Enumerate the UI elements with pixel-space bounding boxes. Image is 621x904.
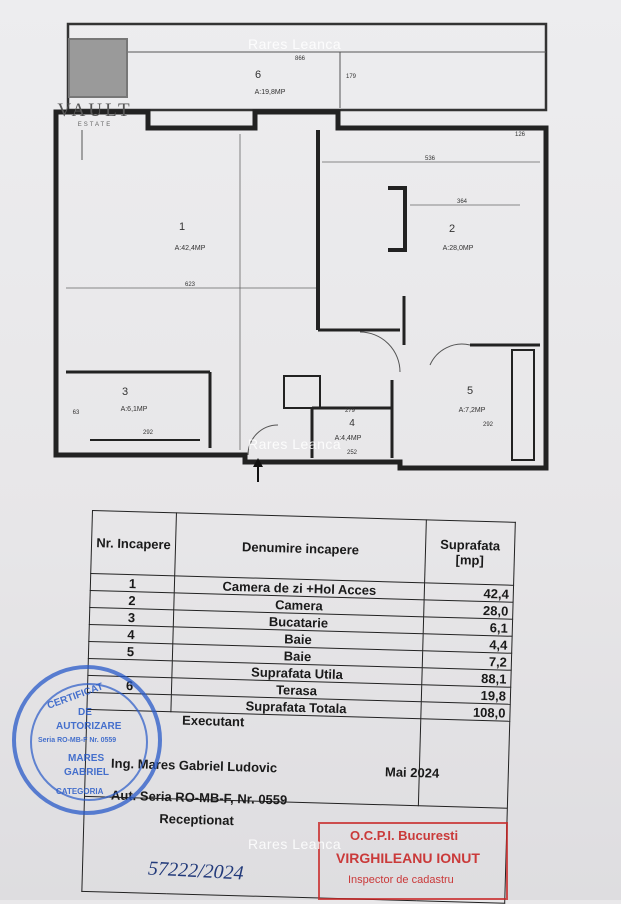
date-spacer — [418, 718, 510, 809]
watermark-top: Rares Leanca — [248, 36, 342, 52]
ocpi-stamp: O.C.P.I. Bucuresti VIRGHILEANU IONUT Ins… — [318, 822, 508, 900]
floor-plan: 6 A:19,8MP 1 A:42,4MP 2 A:28,0MP 3 A:6,1… — [53, 22, 549, 482]
document-date: Mai 2024 — [384, 764, 440, 781]
room3-no: 3 — [122, 386, 128, 398]
wardrobe — [511, 349, 535, 461]
room6-area: A:19,8MP — [255, 89, 286, 96]
logo-emblem-icon — [68, 38, 128, 98]
dim-292-kitchen: 292 — [143, 430, 154, 436]
ocpi-line2: VIRGHILEANU IONUT — [336, 850, 480, 866]
dim-364: 364 — [457, 199, 468, 205]
authorization-stamp: CERTIFICAT DE AUTORIZARE Seria RO-MB-F N… — [12, 665, 162, 815]
receptionat-label: Receptionat — [159, 811, 234, 829]
dim-292-bath5: 292 — [483, 422, 494, 428]
closet — [283, 375, 321, 409]
stamp-line2: DE — [78, 707, 92, 718]
dim-623: 623 — [185, 282, 196, 288]
room6-no: 6 — [255, 69, 261, 81]
watermark-bottom: Rares Leanca — [248, 836, 342, 852]
stamp-inner-ring — [30, 683, 148, 801]
door-arc-5 — [429, 343, 471, 366]
room4-area: A:4,4MP — [335, 435, 362, 442]
room1-no: 1 — [179, 221, 185, 233]
dim-63: 63 — [73, 410, 80, 416]
column — [388, 186, 407, 252]
dim-126: 126 — [515, 132, 526, 138]
room1-area: A:42,4MP — [175, 245, 206, 252]
room2-area: A:28,0MP — [443, 245, 474, 252]
dim-536: 536 — [425, 156, 436, 162]
dim-279: 279 — [345, 408, 356, 414]
dim-866: 866 — [295, 56, 306, 62]
room3-area: A:6,1MP — [121, 406, 148, 413]
stamp-line3: AUTORIZARE — [56, 721, 122, 732]
header-name: Denumire incapere — [174, 512, 427, 583]
dim-179: 179 — [346, 74, 357, 80]
stamp-line6: GABRIEL — [64, 767, 109, 778]
room5-area: A:7,2MP — [459, 407, 486, 414]
entry-door-arc — [247, 424, 279, 456]
dim-252: 252 — [347, 450, 358, 456]
ocpi-line3: Inspector de cadastru — [348, 874, 454, 886]
room4-no: 4 — [349, 418, 355, 429]
watermark-middle: Rares Leanca — [248, 436, 342, 452]
logo-name: VAULT — [57, 100, 133, 121]
door-arc-2 — [359, 331, 401, 373]
logo-sub: ESTATE — [77, 122, 113, 128]
entry-arrow-icon — [253, 458, 263, 467]
ocpi-line1: O.C.P.I. Bucuresti — [350, 828, 459, 843]
stamp-line4: Seria RO-MB-F Nr. 0559 — [38, 737, 117, 744]
room2-no: 2 — [449, 223, 455, 235]
vault-estate-logo: VAULT ESTATE — [50, 36, 140, 128]
registration-number: 57222/2024 — [147, 857, 245, 885]
header-nr: Nr. Incapere — [90, 510, 177, 576]
stamp-line5: MARES — [68, 753, 105, 764]
room5-no: 5 — [467, 385, 473, 397]
stamp-line7: CATEGORIA — [56, 787, 104, 796]
header-area: Suprafata [mp] — [424, 519, 516, 586]
table-header-row: Nr. Incapere Denumire incapere Suprafata… — [90, 510, 516, 586]
outer-walls — [53, 109, 549, 471]
